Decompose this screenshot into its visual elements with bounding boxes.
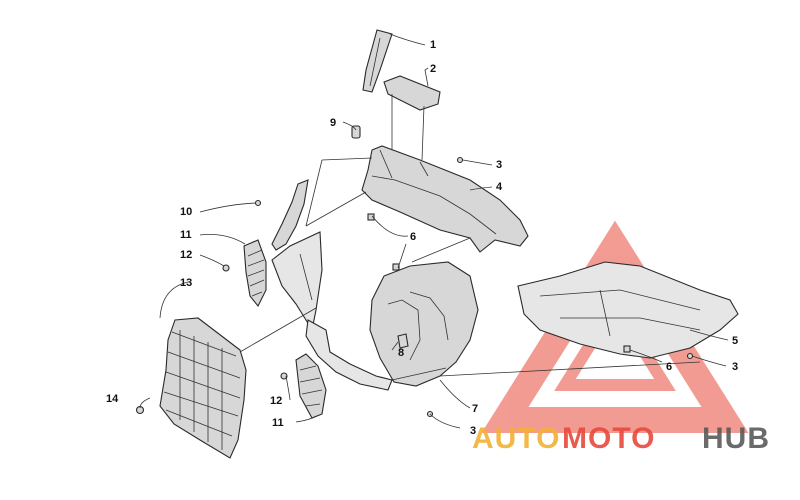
callouts: 1 2 3 3 3 4 5 6 6 7 8 9 10 11 11 12 12 1…	[106, 39, 738, 437]
callout-12b: 12	[270, 395, 282, 407]
callout-7: 7	[472, 403, 478, 415]
callout-2: 2	[430, 63, 436, 75]
callout-8: 8	[398, 347, 404, 359]
screw-12a-icon	[222, 264, 230, 272]
callout-9: 9	[330, 117, 336, 129]
screw-3a-icon	[456, 156, 464, 164]
callout-6a: 6	[410, 231, 416, 243]
watermark-moto: MOTO	[562, 422, 655, 455]
part-front-shield-left	[271, 231, 323, 332]
part-4-upper-panel	[361, 145, 529, 253]
callout-3a: 3	[496, 159, 502, 171]
watermark-logo-text: AUTO MOTO HUB	[472, 422, 770, 455]
leader-lines	[139, 33, 729, 429]
part-11-mesh-lower	[295, 353, 327, 419]
part-10-side-bracket	[271, 179, 309, 251]
watermark-auto: AUTO	[472, 422, 560, 455]
clip-6a-icon	[367, 213, 375, 221]
part-lower-frame	[305, 319, 393, 391]
callout-11a: 11	[180, 229, 192, 241]
part-11-mesh-upper	[243, 239, 267, 308]
part-9-clip	[351, 125, 361, 139]
clip-6c-icon	[623, 345, 631, 353]
callout-14: 14	[106, 393, 119, 405]
clip-6b-icon	[392, 263, 400, 271]
part-5-floor-pan	[517, 261, 739, 359]
callout-4: 4	[496, 181, 503, 193]
watermark-hub: HUB	[702, 422, 770, 455]
callout-3b: 3	[470, 425, 476, 437]
screw-10-icon	[254, 199, 262, 207]
callout-5: 5	[732, 335, 738, 347]
fasteners	[135, 156, 694, 418]
part-1-grip-strip	[362, 29, 393, 93]
callout-11b: 11	[272, 417, 284, 429]
callout-10: 10	[180, 206, 192, 218]
callout-12a: 12	[180, 249, 192, 261]
callout-1: 1	[430, 39, 436, 51]
part-7-front-fairing	[369, 261, 479, 387]
part-13-front-grille	[159, 317, 247, 459]
callout-13: 13	[180, 277, 192, 289]
part-2-cover	[383, 75, 441, 111]
callout-3c: 3	[732, 361, 738, 373]
screw-12b-icon	[280, 372, 288, 380]
part-8-tab	[397, 333, 409, 349]
screw-3c-icon	[686, 352, 694, 360]
callout-6b: 6	[666, 361, 672, 373]
